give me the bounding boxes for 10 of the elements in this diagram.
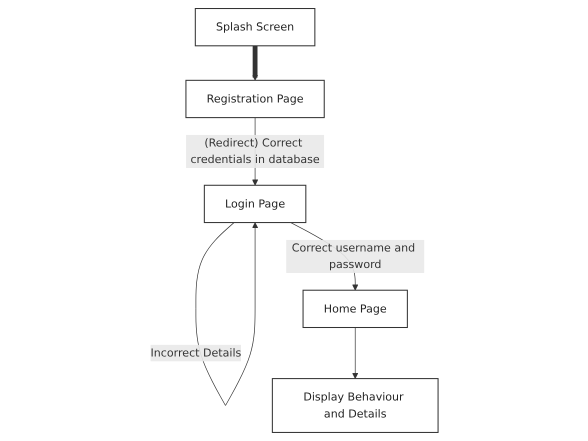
- arrow: [352, 327, 358, 379]
- node-box: Display Behaviour and Details: [272, 378, 438, 433]
- edge-label: Correct username and password: [291, 241, 415, 271]
- node-box: Login Page: [204, 184, 306, 224]
- node-box: Splash Screen: [194, 8, 316, 46]
- node-box: Home Page: [302, 290, 408, 328]
- edge-label: Incorrect Details: [150, 346, 241, 360]
- edge-label: (Redirect) Correct credentials in database: [190, 136, 320, 166]
- node-box: Registration Page: [185, 80, 324, 118]
- arrow: [252, 46, 258, 81]
